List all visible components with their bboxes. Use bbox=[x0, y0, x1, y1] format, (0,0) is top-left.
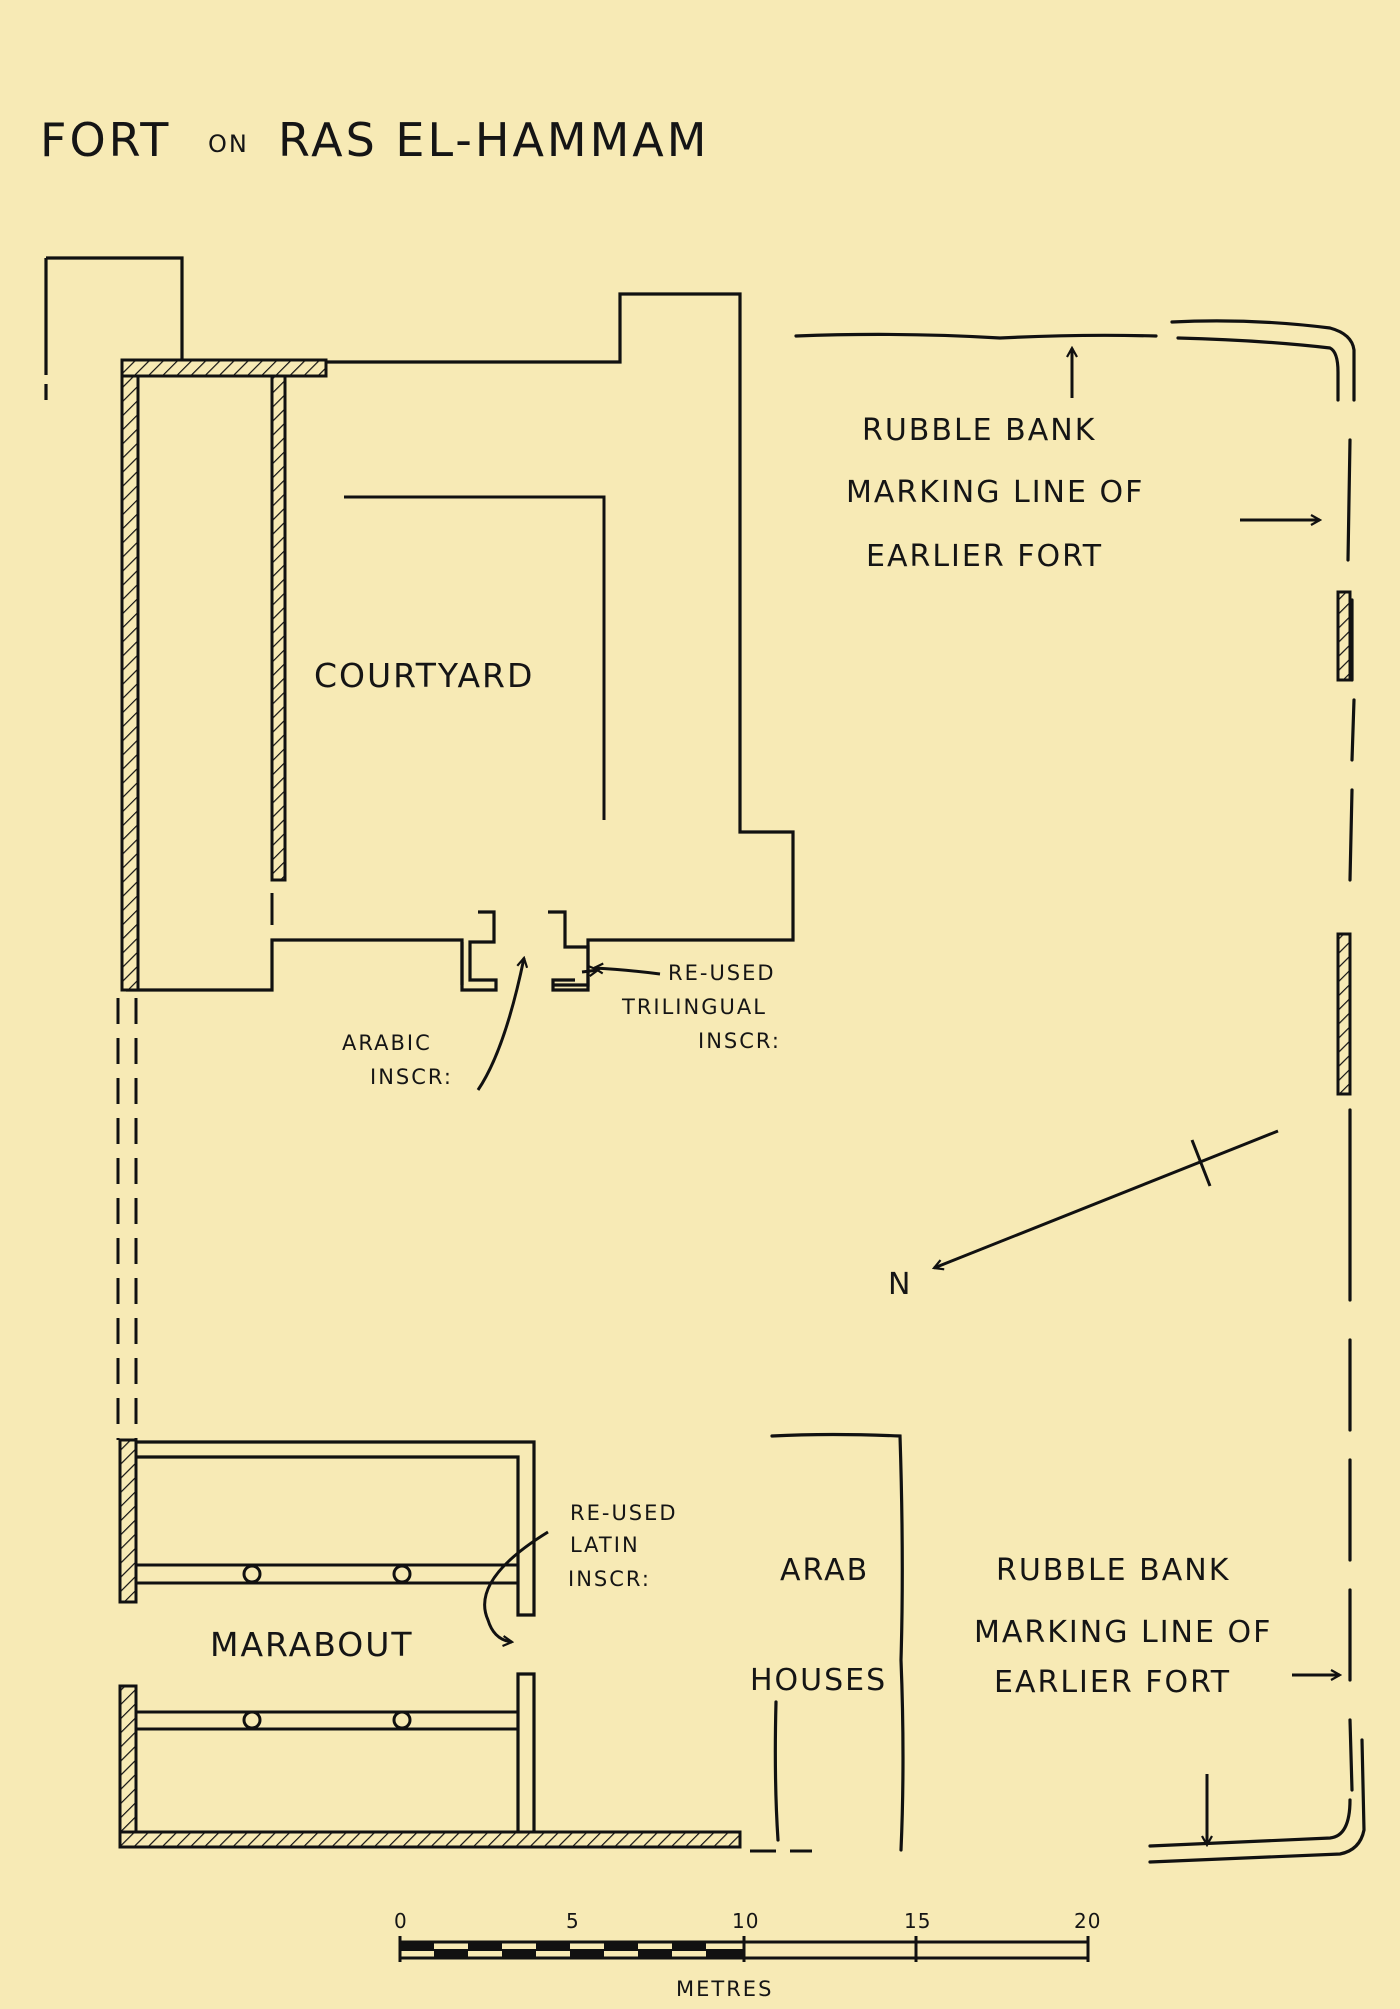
scale-seg-9 bbox=[672, 1942, 706, 1950]
gate-jamb-left bbox=[460, 910, 498, 992]
scale-label-15: 15 bbox=[904, 1909, 931, 1933]
marabout-beam-upper bbox=[136, 1563, 518, 1585]
scale-bar: 0 5 10 15 20 METRES bbox=[394, 1909, 1101, 2001]
rubble-bank-corner-ne bbox=[1170, 319, 1356, 402]
rubble-top-line-3: EARLIER FORT bbox=[866, 539, 1103, 574]
marabout-west-wall-lower bbox=[118, 1684, 138, 1848]
marabout-label: MARABOUT bbox=[210, 1625, 414, 1664]
north-arrow-crossbar bbox=[1190, 1139, 1212, 1187]
fort-inner-partition bbox=[270, 374, 287, 882]
arab-houses-label-2: HOUSES bbox=[750, 1663, 887, 1698]
title-connector: ON bbox=[208, 130, 249, 158]
trilingual-arrow bbox=[581, 970, 598, 972]
scale-seg-6 bbox=[570, 1950, 604, 1958]
column-2 bbox=[392, 1564, 412, 1584]
scale-seg-10 bbox=[706, 1950, 744, 1958]
latin-inscr-arrow bbox=[483, 1530, 549, 1642]
marabout-east-wall-lower bbox=[516, 1672, 536, 1832]
rubble-bank-hatch-1 bbox=[1336, 590, 1352, 682]
scale-label-20: 20 bbox=[1074, 1909, 1101, 1933]
fort-west-wall bbox=[120, 360, 140, 992]
column-3 bbox=[242, 1710, 262, 1730]
title-part-1: FORT bbox=[40, 113, 171, 167]
scale-seg-5 bbox=[536, 1942, 570, 1950]
arab-houses-outline bbox=[770, 1432, 905, 1852]
outer-top-left-structure bbox=[44, 256, 184, 400]
scale-seg-3 bbox=[468, 1942, 502, 1950]
title-part-2: RAS EL-HAMMAM bbox=[278, 113, 709, 167]
latin-inscr-line-3: INSCR: bbox=[568, 1567, 651, 1591]
marabout-west-wall-upper bbox=[118, 1438, 138, 1604]
scale-unit-label: METRES bbox=[676, 1977, 773, 2001]
arabic-inscr-line-1: ARABIC bbox=[342, 1031, 432, 1055]
gate-jamb-right bbox=[548, 910, 590, 992]
column-4 bbox=[392, 1710, 412, 1730]
trilingual-inscr-line-3: INSCR: bbox=[698, 1029, 781, 1053]
marabout-beam-lower bbox=[136, 1710, 518, 1731]
scale-seg-4 bbox=[502, 1950, 536, 1958]
rubble-bank-top bbox=[794, 332, 1158, 340]
scale-seg-7 bbox=[604, 1942, 638, 1950]
marabout-south-wall bbox=[118, 1830, 742, 1849]
trilingual-arrow-shaft bbox=[594, 968, 661, 976]
north-arrow bbox=[934, 1129, 1279, 1268]
marabout-north-wall bbox=[136, 1440, 536, 1617]
scale-seg-1 bbox=[400, 1942, 434, 1950]
scale-label-5: 5 bbox=[566, 1909, 580, 1933]
trilingual-inscr-line-1: RE-USED bbox=[668, 961, 776, 985]
arab-houses-label-1: ARAB bbox=[780, 1553, 869, 1588]
column-1 bbox=[242, 1564, 262, 1584]
latin-inscr-line-1: RE-USED bbox=[570, 1501, 678, 1525]
trilingual-inscr-line-2: TRILINGUAL bbox=[621, 995, 767, 1019]
scale-seg-8 bbox=[638, 1950, 672, 1958]
rubble-top-line-2: MARKING LINE OF bbox=[846, 475, 1144, 510]
scale-label-10: 10 bbox=[732, 1909, 759, 1933]
arabic-inscr-line-2: INSCR: bbox=[370, 1065, 453, 1089]
rubble-bottom-line-2: MARKING LINE OF bbox=[974, 1615, 1272, 1650]
rubble-bottom-line-1: RUBBLE BANK bbox=[996, 1553, 1230, 1588]
rubble-bank-hatch-2 bbox=[1336, 932, 1352, 1096]
latin-inscr-line-2: LATIN bbox=[570, 1533, 640, 1557]
scale-seg-2 bbox=[434, 1950, 468, 1958]
rubble-bottom-line-3: EARLIER FORT bbox=[994, 1665, 1231, 1700]
rubble-top-line-1: RUBBLE BANK bbox=[862, 413, 1096, 448]
courtyard-label: COURTYARD bbox=[314, 656, 534, 695]
north-label: N bbox=[888, 1267, 912, 1302]
rubble-bank-corner-se bbox=[1148, 1738, 1366, 1864]
rubble-bank-east bbox=[1346, 438, 1356, 1792]
fort-north-wall bbox=[120, 358, 328, 378]
scale-label-0: 0 bbox=[394, 1909, 408, 1933]
fort-outline bbox=[126, 292, 795, 992]
arabic-inscr-arrow bbox=[476, 958, 524, 1091]
courtyard-inner-line bbox=[344, 495, 606, 820]
